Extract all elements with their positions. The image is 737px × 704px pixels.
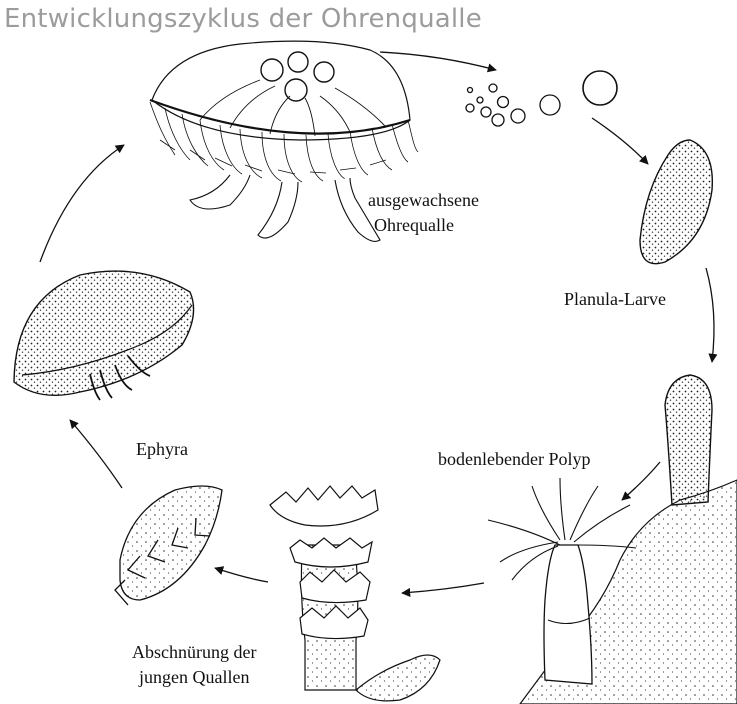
eggs (466, 71, 617, 126)
arrow-medusa-to-adult (40, 145, 124, 262)
arrow-label-to-polyp (622, 462, 660, 500)
label-strobila: Abschnürung der jungen Quallen (132, 640, 256, 690)
arrow-polyp-to-strobila (402, 583, 484, 593)
label-planula: Planula-Larve (564, 287, 666, 312)
arrow-eggs-to-planula (592, 118, 648, 164)
diagram-title: Entwicklungszyklus der Ohrenqualle (4, 4, 482, 34)
label-strobila-line-1: Abschnürung der (132, 640, 256, 665)
label-adult-jellyfish: ausgewachsene Ohrequalle (368, 188, 479, 238)
arrow-ephyra-to-medusa (70, 420, 122, 488)
young-medusa (14, 271, 194, 400)
polyp-rock (488, 375, 737, 704)
label-ephyra: Ephyra (136, 437, 188, 462)
arrow-adult-to-eggs (380, 52, 496, 70)
arrow-strobila-to-ephyra (215, 568, 268, 582)
label-adult-line-2: Ohrequalle (368, 213, 479, 238)
strobila (270, 486, 440, 701)
ephyra (115, 486, 222, 605)
label-adult-line-1: ausgewachsene (368, 188, 479, 213)
label-strobila-line-2: jungen Quallen (132, 665, 256, 690)
label-polyp: bodenlebender Polyp (438, 447, 590, 472)
planula-larva (640, 140, 712, 264)
arrow-planula-to-polyp (706, 268, 714, 362)
